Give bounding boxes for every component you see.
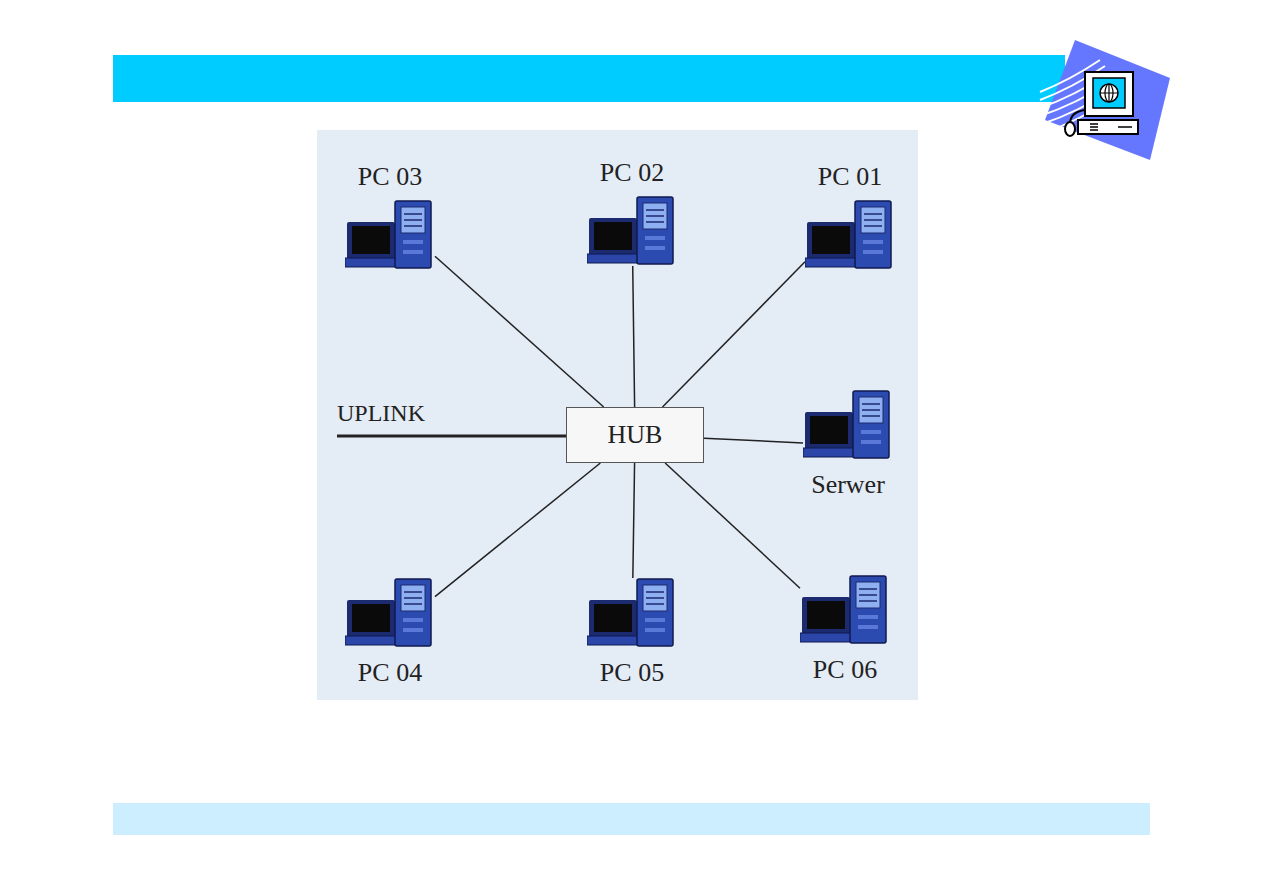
computer-icon	[345, 200, 435, 270]
header-bar	[113, 55, 1065, 102]
node-label: HUB	[608, 420, 663, 450]
computer-icon	[345, 578, 435, 648]
computer-node: Serwer	[803, 390, 893, 500]
network-cable	[665, 463, 800, 588]
network-cable	[633, 463, 635, 578]
hub-box: HUB	[566, 407, 704, 463]
corner-icon	[1040, 40, 1170, 160]
footer-bar	[113, 803, 1150, 835]
network-cable	[435, 463, 600, 597]
node-label: PC 05	[600, 658, 664, 688]
node-label: Serwer	[811, 470, 885, 500]
computer-node: PC 03	[345, 162, 435, 270]
computer-node: PC 02	[587, 158, 677, 266]
node-label: PC 03	[358, 162, 422, 192]
computer-icon	[587, 196, 677, 266]
computer-node: PC 06	[800, 575, 890, 685]
node-label: PC 04	[358, 658, 422, 688]
diagram-panel	[317, 130, 918, 700]
network-cable	[633, 266, 635, 407]
computer-node: PC 01	[805, 162, 895, 270]
computer-icon	[587, 578, 677, 648]
node-label: PC 02	[600, 158, 664, 188]
computer-icon	[805, 200, 895, 270]
computer-icon	[800, 575, 890, 645]
uplink-line	[337, 435, 566, 438]
node-label: PC 06	[813, 655, 877, 685]
uplink-label: UPLINK	[337, 398, 425, 428]
computer-icon	[803, 390, 893, 460]
node-label: PC 01	[818, 162, 882, 192]
network-cable	[435, 256, 604, 407]
network-cable	[662, 262, 805, 407]
computer-node: PC 05	[587, 578, 677, 688]
network-cable	[704, 438, 803, 443]
computer-node: PC 04	[345, 578, 435, 688]
